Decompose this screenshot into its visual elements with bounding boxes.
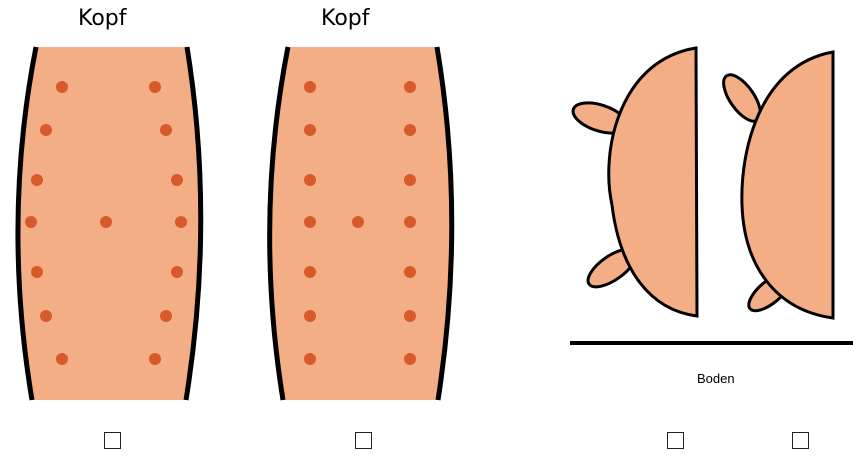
left-body-dot (56, 353, 68, 365)
left-body-dot (31, 174, 43, 186)
left-body-dot (40, 310, 52, 322)
checkbox-side-view-left[interactable] (667, 432, 684, 449)
checkbox-middle-body[interactable] (355, 432, 372, 449)
floor-label: Boden (697, 371, 735, 386)
middle-body-dot (304, 216, 316, 228)
left-body-dot (149, 353, 161, 365)
middle-body-dot (404, 216, 416, 228)
left-body-dot (25, 216, 37, 228)
side-view-right (717, 52, 833, 318)
middle-body-dot (304, 124, 316, 136)
middle-body-dot (304, 353, 316, 365)
right-side-body (742, 52, 833, 318)
middle-body-dot (404, 81, 416, 93)
middle-body-dot (404, 174, 416, 186)
left-body-dot (171, 266, 183, 278)
middle-head-label: Kopf (321, 6, 370, 31)
left-body-dot (175, 216, 187, 228)
middle-body-dot (304, 174, 316, 186)
left-body-figure (18, 47, 201, 400)
middle-body-dot (404, 266, 416, 278)
side-view-left (569, 48, 697, 316)
left-body-dot (40, 124, 52, 136)
middle-body-dot (404, 310, 416, 322)
left-body-dot (160, 124, 172, 136)
middle-body-dot (352, 216, 364, 228)
left-body-dot (171, 174, 183, 186)
middle-body-dot (404, 124, 416, 136)
middle-body-figure (270, 47, 452, 400)
left-body-dot (149, 81, 161, 93)
middle-body-dot (304, 310, 316, 322)
left-body-dot (100, 216, 112, 228)
left-body-dot (31, 266, 43, 278)
middle-body-dot (304, 266, 316, 278)
left-body-dot (56, 81, 68, 93)
middle-body-dot (304, 81, 316, 93)
left-head-label: Kopf (78, 6, 127, 31)
left-body-dot (160, 310, 172, 322)
checkbox-left-body[interactable] (104, 432, 121, 449)
middle-body-dot (404, 353, 416, 365)
checkbox-side-view-right[interactable] (792, 432, 809, 449)
